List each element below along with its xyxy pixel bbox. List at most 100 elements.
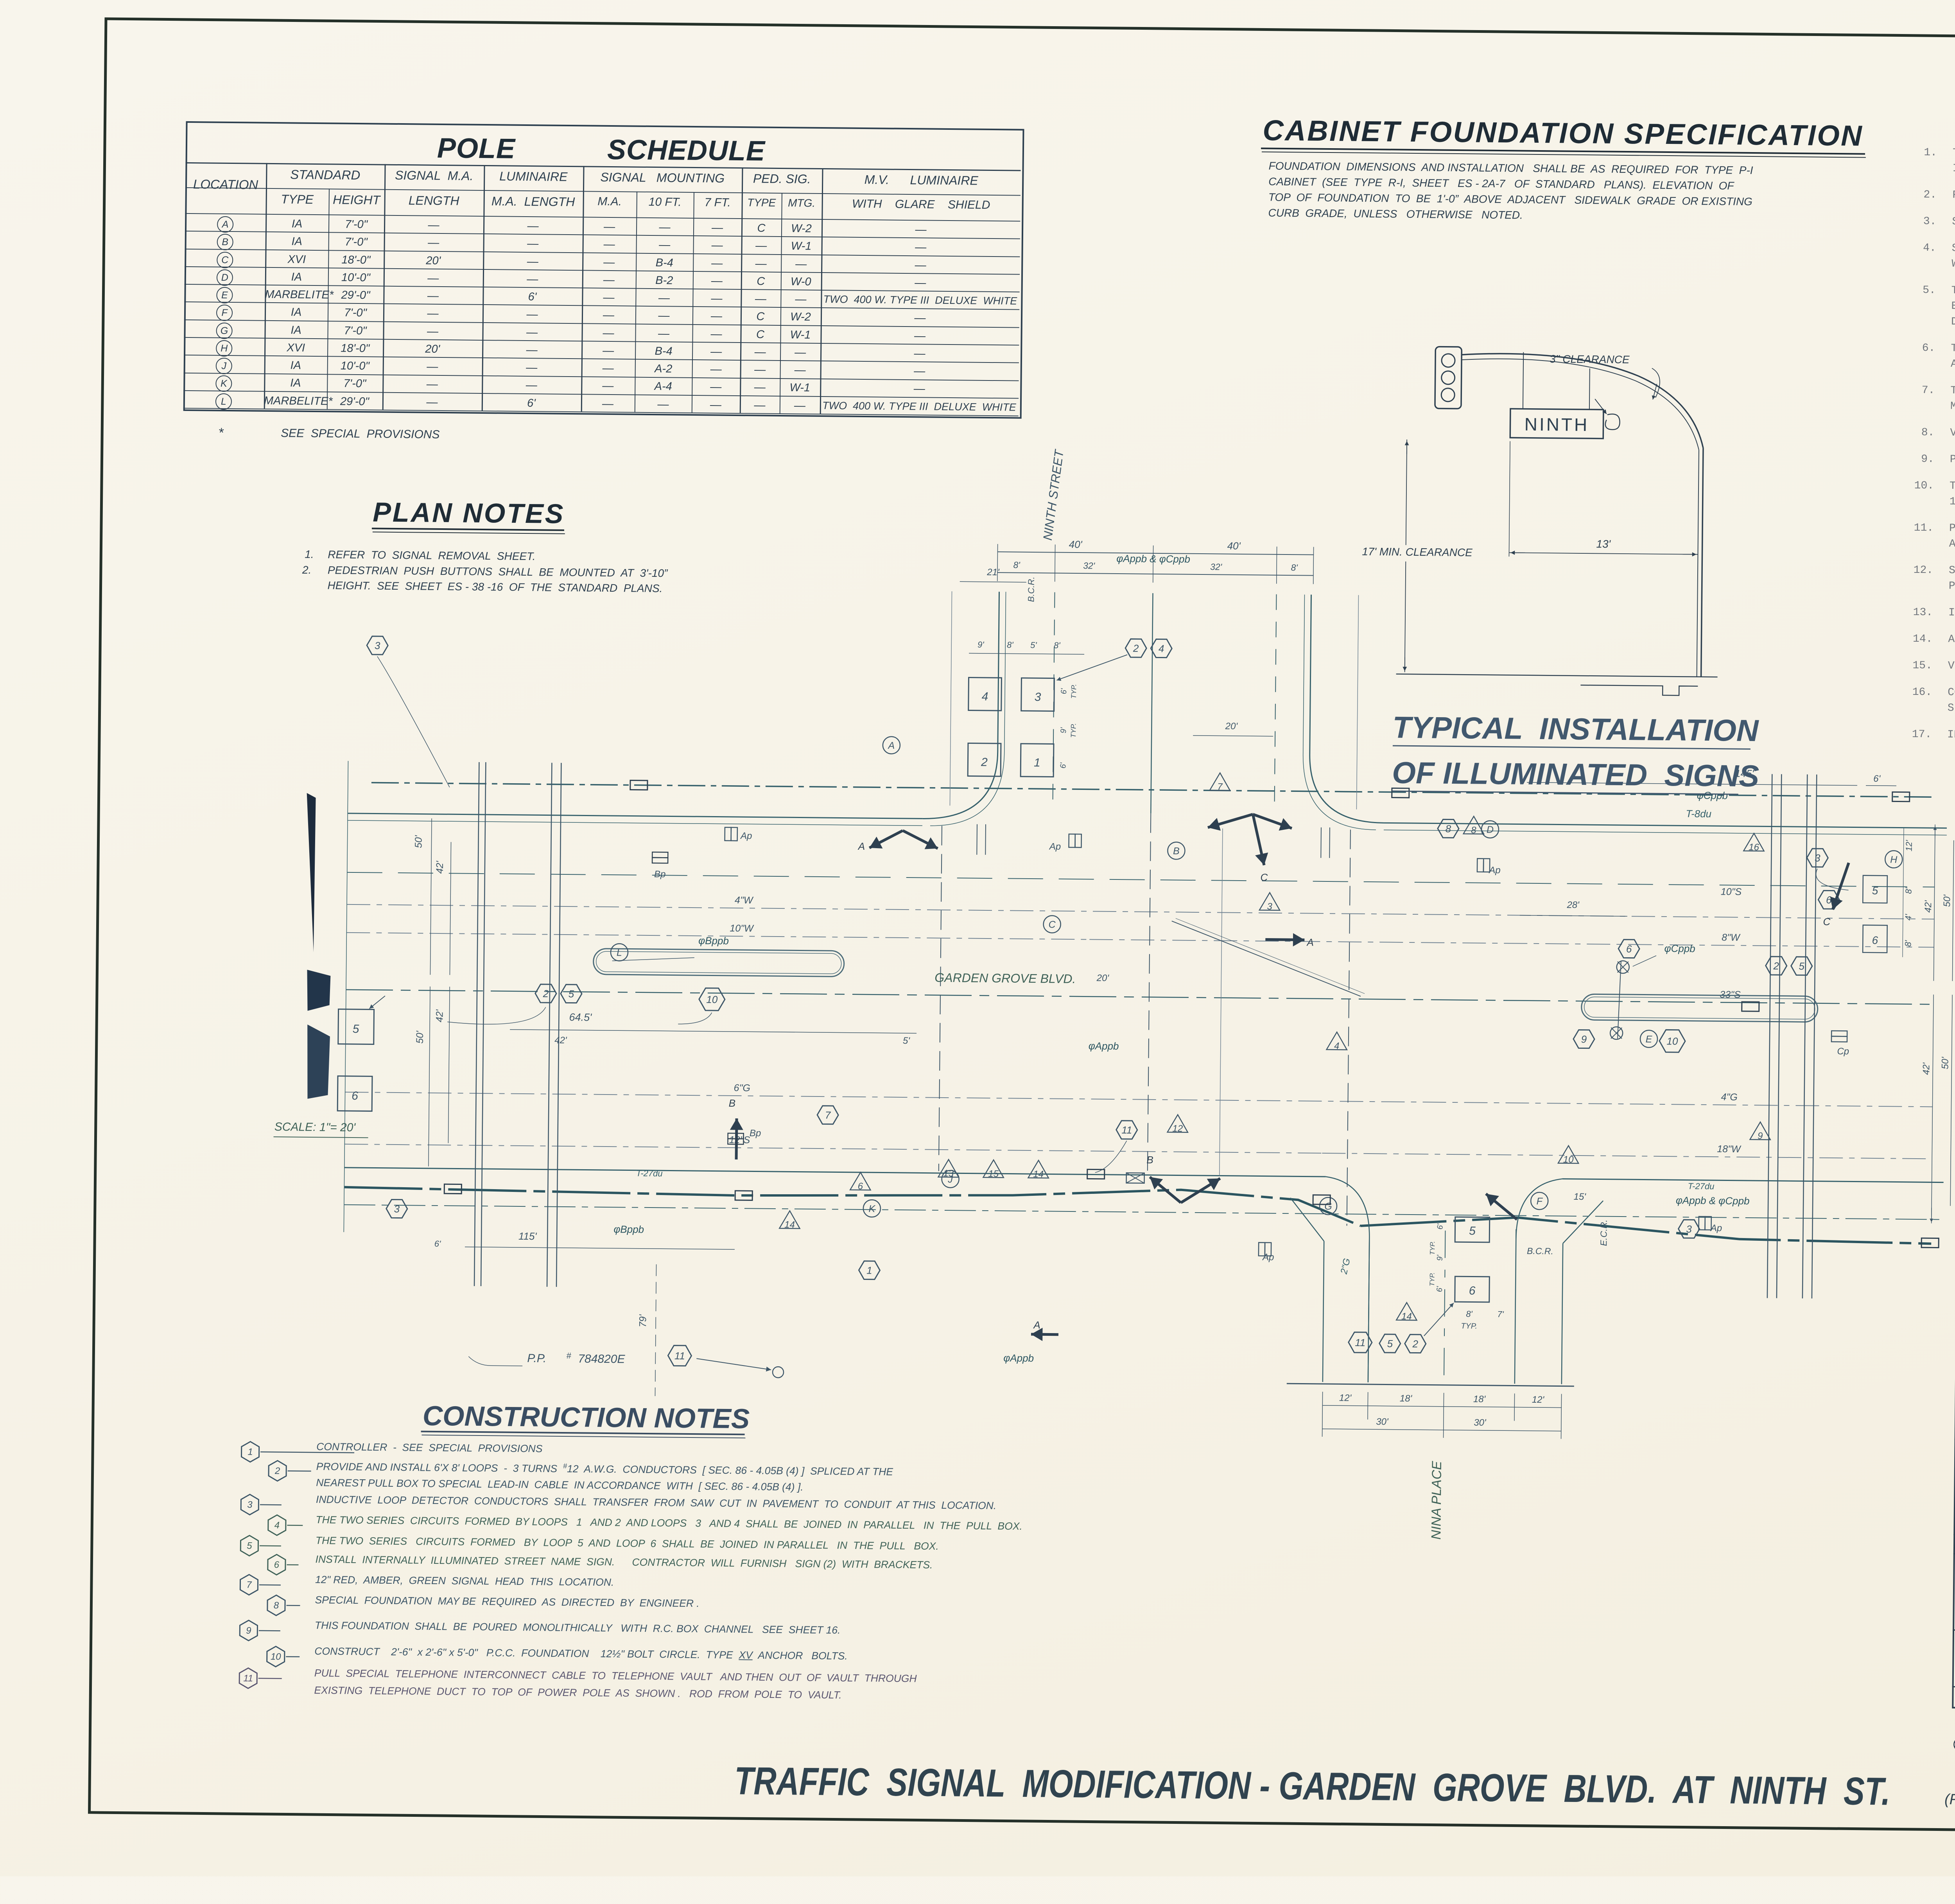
svg-text:TYP.: TYP. (1461, 1322, 1477, 1330)
svg-text:14: 14 (784, 1219, 795, 1230)
svg-text:28': 28' (1566, 900, 1580, 910)
svg-text:33"S: 33"S (1720, 989, 1741, 1000)
svg-text:NINTH STREET: NINTH STREET (1040, 448, 1067, 541)
svg-text:2: 2 (1773, 960, 1779, 972)
svg-text:TYP.: TYP. (1428, 1272, 1436, 1287)
svg-text:6': 6' (434, 1239, 441, 1249)
svg-text:T-27du: T-27du (1688, 1181, 1715, 1192)
svg-text:10: 10 (1666, 1035, 1678, 1047)
svg-text:2"G: 2"G (1338, 1257, 1352, 1275)
svg-text:40': 40' (1069, 538, 1083, 550)
svg-text:1: 1 (1034, 756, 1040, 769)
svg-text:Ap: Ap (1710, 1223, 1722, 1233)
svg-text:6': 6' (1436, 1223, 1444, 1229)
svg-text:2: 2 (274, 1466, 280, 1476)
svg-text:2: 2 (1133, 642, 1139, 654)
svg-text:L: L (617, 947, 622, 958)
svg-text:4"G: 4"G (1721, 1091, 1737, 1102)
svg-text:8: 8 (1471, 825, 1476, 836)
svg-text:3" CLEARANCE: 3" CLEARANCE (1550, 353, 1630, 366)
svg-text:18"W: 18"W (1717, 1143, 1742, 1155)
svg-text:6"G: 6"G (734, 1082, 750, 1093)
svg-text:42': 42' (434, 860, 445, 874)
svg-text:T-8du: T-8du (1686, 808, 1711, 820)
svg-text:A: A (887, 740, 895, 751)
svg-text:H: H (1890, 854, 1898, 865)
svg-text:10"S: 10"S (1721, 886, 1742, 897)
svg-text:30': 30' (1474, 1418, 1487, 1428)
svg-text:8"W: 8"W (1722, 932, 1741, 943)
svg-text:12: 12 (1172, 1123, 1183, 1134)
svg-text:8': 8' (1903, 940, 1913, 947)
svg-text:8': 8' (1903, 887, 1913, 894)
svg-text:B.C.R.: B.C.R. (1026, 576, 1036, 602)
svg-text:9': 9' (1059, 727, 1068, 733)
svg-text:1: 1 (866, 1265, 872, 1276)
svg-text:64.5': 64.5' (569, 1011, 592, 1023)
svg-text:Ap: Ap (740, 831, 752, 841)
svg-text:A: A (1033, 1319, 1040, 1331)
svg-text:3: 3 (375, 640, 380, 651)
svg-text:GARDEN GROVE BLVD.: GARDEN GROVE BLVD. (934, 971, 1076, 986)
svg-text:14: 14 (1401, 1311, 1412, 1322)
svg-text:D: D (1487, 824, 1494, 835)
svg-text:21': 21' (986, 567, 1000, 578)
svg-text:C: C (1048, 919, 1056, 930)
svg-text:42': 42' (1921, 1062, 1932, 1075)
svg-text:C: C (1260, 871, 1268, 883)
svg-text:B: B (729, 1097, 736, 1109)
svg-text:12': 12' (1339, 1393, 1352, 1403)
svg-text:8': 8' (1291, 562, 1298, 572)
svg-text:32': 32' (1083, 560, 1096, 571)
svg-text:13: 13 (943, 1168, 954, 1179)
svg-text:42': 42' (554, 1035, 567, 1046)
svg-text:5: 5 (247, 1541, 252, 1551)
svg-text:115': 115' (518, 1230, 537, 1242)
svg-text:6: 6 (1626, 943, 1632, 955)
svg-text:φBppb: φBppb (613, 1223, 644, 1235)
svg-text:2: 2 (543, 988, 549, 1000)
svg-text:6: 6 (1469, 1284, 1476, 1297)
svg-text:50': 50' (414, 1030, 425, 1044)
svg-text:G: G (1324, 1201, 1332, 1212)
svg-text:SCALE: 1"= 20': SCALE: 1"= 20' (274, 1120, 356, 1134)
svg-text:9: 9 (1581, 1033, 1587, 1045)
svg-text:B: B (1173, 845, 1180, 856)
svg-text:20': 20' (1225, 721, 1238, 732)
svg-text:12': 12' (1904, 840, 1914, 852)
svg-text:9: 9 (1758, 1131, 1763, 1141)
svg-text:7: 7 (1217, 782, 1223, 792)
svg-text:9: 9 (246, 1626, 251, 1636)
svg-text:φBppb: φBppb (698, 935, 729, 947)
svg-text:4: 4 (274, 1520, 280, 1531)
svg-text:5: 5 (1799, 960, 1804, 972)
svg-text:Bp: Bp (750, 1128, 761, 1138)
svg-text:50': 50' (413, 835, 424, 848)
svg-text:φAppb: φAppb (1003, 1352, 1034, 1364)
svg-text:14: 14 (1033, 1169, 1044, 1179)
svg-text:42': 42' (1923, 900, 1933, 913)
svg-text:4: 4 (1334, 1041, 1340, 1051)
svg-text:11: 11 (1121, 1124, 1132, 1136)
svg-text:8': 8' (1054, 641, 1060, 650)
svg-text:15': 15' (1574, 1192, 1587, 1202)
svg-text:A: A (857, 840, 865, 852)
svg-text:P.P.: P.P. (527, 1352, 546, 1365)
svg-text:NINTH: NINTH (1525, 414, 1589, 435)
svg-text:3: 3 (1035, 691, 1041, 703)
svg-text:Cp: Cp (1837, 1046, 1849, 1057)
svg-text:18': 18' (1400, 1393, 1413, 1404)
svg-text:15: 15 (988, 1168, 999, 1179)
svg-text:6': 6' (1873, 773, 1881, 784)
svg-text:17' MIN. CLEARANCE: 17' MIN. CLEARANCE (1362, 546, 1473, 559)
svg-text:11: 11 (243, 1673, 253, 1683)
svg-text:7: 7 (246, 1580, 252, 1590)
svg-text:3: 3 (1686, 1223, 1692, 1235)
svg-text:2: 2 (1412, 1338, 1418, 1349)
svg-text:#: # (566, 1351, 571, 1360)
svg-text:4': 4' (1903, 914, 1913, 921)
svg-text:5: 5 (1469, 1224, 1476, 1237)
svg-text:8': 8' (1013, 560, 1021, 570)
svg-text:Ap: Ap (1488, 865, 1501, 876)
svg-text:6': 6' (1060, 688, 1068, 694)
